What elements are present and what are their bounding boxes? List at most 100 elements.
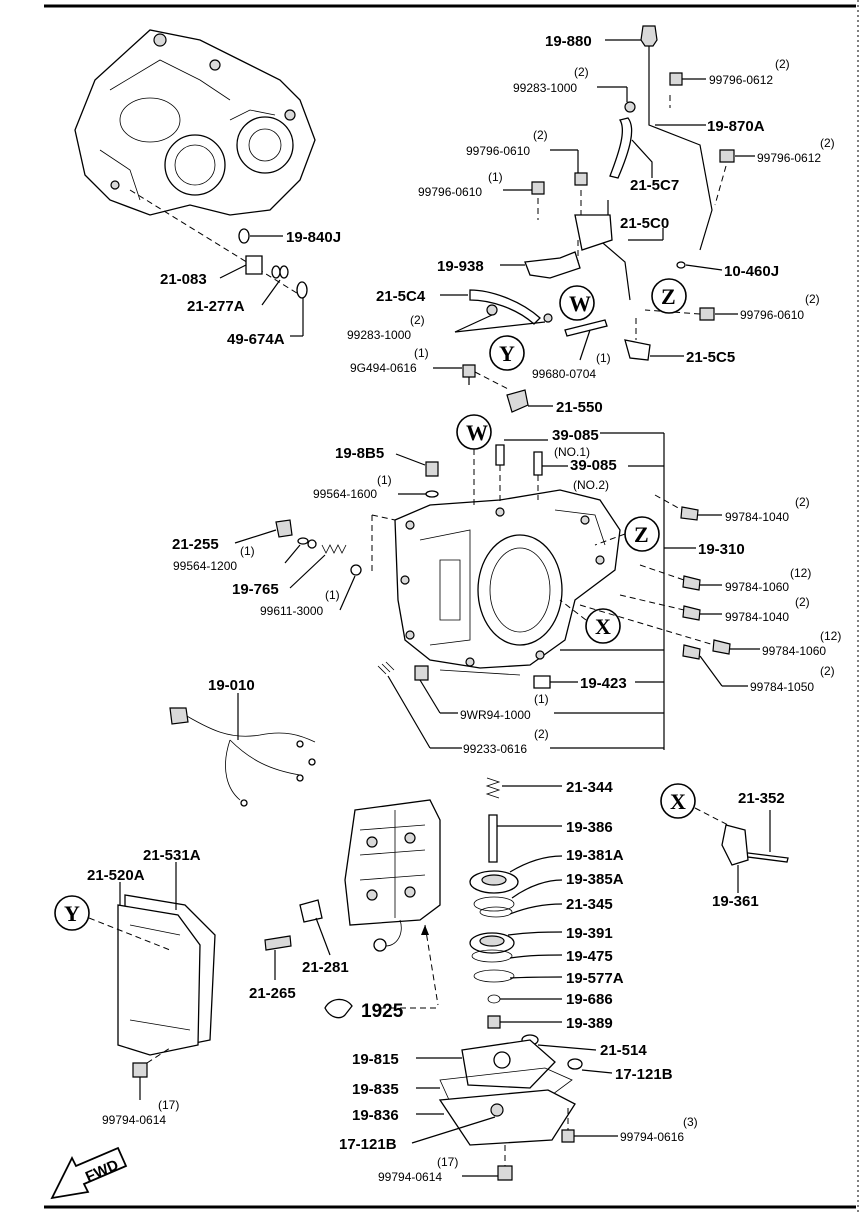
label-21-345: 21-345 (566, 896, 613, 913)
svg-text:(2): (2) (574, 65, 589, 79)
oil-pan-part (438, 1089, 576, 1146)
bolt-icon (264, 935, 292, 951)
label-19-765: 19-765 (232, 581, 279, 598)
label-21-344: 21-344 (566, 779, 613, 796)
bolt-icon (669, 72, 683, 86)
label-17-121B-b: 17-121B (339, 1136, 397, 1153)
label-19-836: 19-836 (352, 1107, 399, 1124)
label-21-277A: 21-277A (187, 298, 245, 315)
pipe-part (564, 319, 608, 337)
label-99564-1200: 99564-1200 (173, 559, 237, 573)
bolt-icon (682, 644, 701, 660)
transmission-housing-illustration (74, 29, 316, 216)
lower-callouts: 21-344 X 21-352 19-361 19-386 1925 (54, 777, 789, 1184)
label-17-121B-a: 17-121B (615, 1066, 673, 1083)
svg-text:(1): (1) (596, 351, 611, 365)
label-1925: 1925 (361, 1001, 404, 1022)
svg-text:Y: Y (64, 901, 80, 926)
bolt-icon (699, 307, 715, 321)
gasket-21-520A-part (117, 904, 201, 1056)
plug-part (245, 255, 263, 275)
svg-text:(2): (2) (820, 136, 835, 150)
label-21-265: 21-265 (249, 985, 296, 1002)
bolt-icon (462, 364, 476, 378)
label-49-674A: 49-674A (227, 331, 285, 348)
spring-21-344-part (485, 777, 501, 799)
svg-text:(17): (17) (437, 1155, 458, 1169)
svg-text:W: W (569, 291, 591, 316)
bolt-icon (132, 1062, 148, 1078)
stud-part (377, 661, 395, 675)
label-99283-1000-top: 99283-1000 (513, 81, 577, 95)
label-19-686: 19-686 (566, 991, 613, 1008)
ref-circle-z-top: Z (651, 278, 687, 314)
svg-text:(17): (17) (158, 1098, 179, 1112)
label-99611-3000: 99611-3000 (260, 604, 323, 618)
svg-text:X: X (670, 789, 686, 814)
bolt-icon (574, 172, 588, 186)
label-21-352: 21-352 (738, 790, 785, 807)
label-99794-0614-a: 99794-0614 (102, 1113, 166, 1127)
label-21-5C7: 21-5C7 (630, 177, 679, 194)
label-99796-0610-a: 99796-0610 (466, 144, 530, 158)
case-callouts: W 39-085 (NO.1) 19-8B5 39-085 (NO.2) (1)… (169, 414, 841, 807)
dowel-pin-part (533, 451, 543, 476)
label-19-010: 19-010 (208, 677, 255, 694)
ref-circle-w-case: W (456, 414, 492, 450)
piston-rod-part (488, 814, 498, 863)
label-19-8B5: 19-8B5 (335, 445, 384, 462)
top-callouts: 19-880 (2) 99283-1000 (2) 99796-0612 19-… (129, 25, 835, 416)
label-99796-0610-c: 99796-0610 (740, 308, 804, 322)
label-19-386: 19-386 (566, 819, 613, 836)
label-21-550: 21-550 (556, 399, 603, 416)
label-9G494-0616: 9G494-0616 (350, 361, 417, 375)
ref-circle-y-top: Y (489, 335, 525, 371)
svg-text:Z: Z (634, 522, 649, 547)
label-19-385A: 19-385A (566, 871, 624, 888)
label-39-085-no2: 39-085 (570, 457, 617, 474)
ref-circle-x-case: X (585, 608, 621, 644)
svg-text:(1): (1) (488, 170, 503, 184)
dipstick-cap-part (640, 25, 658, 47)
label-21-083: 21-083 (160, 271, 207, 288)
label-99796-0612-b: 99796-0612 (757, 151, 821, 165)
svg-text:(1): (1) (534, 692, 549, 706)
svg-text:(2): (2) (805, 292, 820, 306)
bolt-icon (682, 575, 701, 591)
label-21-5C5: 21-5C5 (686, 349, 735, 366)
svg-text:(3): (3) (683, 1115, 698, 1129)
label-19-381A: 19-381A (566, 847, 624, 864)
svg-text:Y: Y (499, 341, 515, 366)
label-19-840J: 19-840J (286, 229, 341, 246)
svg-text:(2): (2) (795, 595, 810, 609)
bracket-part (574, 214, 613, 251)
label-99794-0614-b: 99794-0614 (378, 1170, 442, 1184)
label-19-577A: 19-577A (566, 970, 624, 987)
label-9WR94-1000: 9WR94-1000 (460, 708, 531, 722)
label-99784-1060-a: 99784-1060 (725, 580, 789, 594)
label-19-475: 19-475 (566, 948, 613, 965)
bolt-icon (414, 665, 429, 681)
hose-21-5C4-part (469, 289, 541, 325)
bracket-21-281-part (299, 899, 323, 923)
svg-text:(1): (1) (325, 588, 340, 602)
svg-text:(NO.2): (NO.2) (573, 478, 609, 492)
svg-text:(2): (2) (410, 313, 425, 327)
label-19-391: 19-391 (566, 925, 613, 942)
forward-direction-arrow: FWD (50, 1146, 128, 1200)
ref-circle-x-lower: X (660, 783, 696, 819)
label-99233-0616: 99233-0616 (463, 742, 527, 756)
label-99784-1060-b: 99784-1060 (762, 644, 826, 658)
spring-part (321, 544, 347, 554)
plug-19-423-part (533, 675, 551, 689)
label-19-815: 19-815 (352, 1051, 399, 1068)
label-19-361: 19-361 (712, 893, 759, 910)
wire-harness-part (179, 711, 316, 801)
svg-text:(1): (1) (240, 544, 255, 558)
svg-text:(NO.1): (NO.1) (554, 445, 590, 459)
label-21-5C4: 21-5C4 (376, 288, 426, 305)
svg-text:(2): (2) (820, 664, 835, 678)
label-21-281: 21-281 (302, 959, 349, 976)
label-19-835: 19-835 (352, 1081, 399, 1098)
sensor-part (506, 389, 529, 413)
